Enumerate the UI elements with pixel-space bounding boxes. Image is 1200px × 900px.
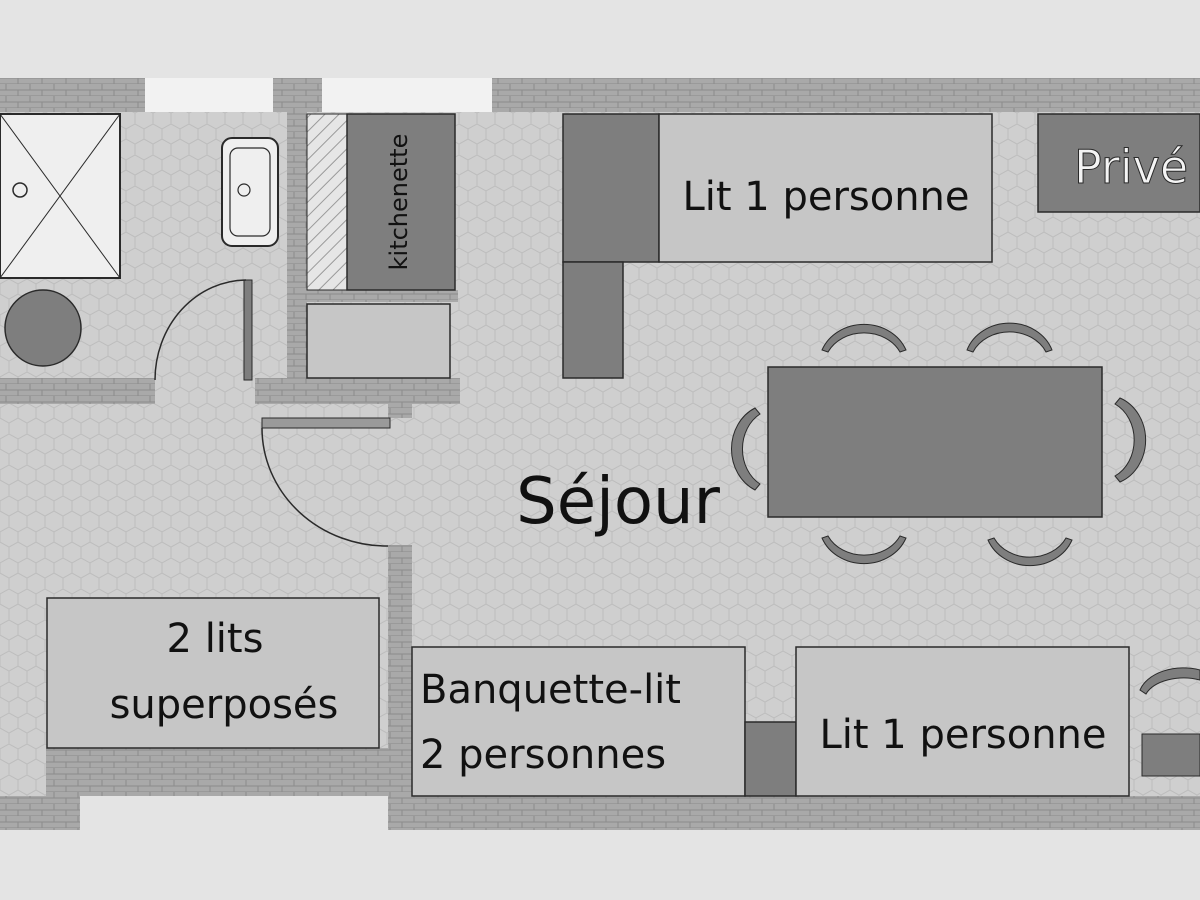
nightstand <box>562 261 624 379</box>
top-window-right <box>322 78 492 112</box>
desk <box>1141 733 1200 777</box>
bottom-wall-left <box>0 796 80 830</box>
dining-chair <box>966 322 1053 353</box>
dining-table <box>767 366 1103 518</box>
kitchen-bottom-wall <box>255 378 460 404</box>
toilet <box>4 289 82 367</box>
sofa-bed-label-line1: Banquette-lit <box>420 667 681 713</box>
bathroom-door <box>154 279 253 381</box>
living-room-label: Séjour <box>516 465 721 539</box>
kitchen-counter-hatch <box>306 113 348 291</box>
kitchen-low-cabinet <box>306 303 451 379</box>
single-bed-top-label: Lit 1 personne <box>682 174 969 220</box>
bottom-wall-right <box>388 796 1200 830</box>
bunk-beds <box>46 597 380 749</box>
desk-chair <box>1139 667 1200 695</box>
bathroom-bottom-wall <box>0 378 155 404</box>
private-area-label: Privé <box>1074 140 1188 194</box>
dining-chair <box>731 407 761 491</box>
single-bed-bottom-label: Lit 1 personne <box>819 712 1106 758</box>
bed-headboard <box>562 113 660 263</box>
kitchen-shelf-wall <box>305 290 458 302</box>
entrance-door-swing <box>261 427 389 547</box>
private-area <box>1037 113 1200 213</box>
single-bed-bottom <box>795 646 1130 797</box>
sofa-bed-label-line2: 2 personnes <box>420 732 666 778</box>
single-bed-top <box>658 113 993 263</box>
washbasin <box>221 137 279 247</box>
dining-chair <box>987 537 1073 567</box>
kitchenette-unit <box>346 113 456 291</box>
dining-chair <box>821 535 907 565</box>
kitchenette-label: kitchenette <box>385 134 413 271</box>
corridor-partition <box>261 417 391 429</box>
top-window-left <box>145 78 273 112</box>
dining-chair <box>1114 397 1147 483</box>
bunk-beds-label-line2: superposés <box>110 682 339 728</box>
bottom-opening <box>80 796 388 830</box>
bunk-room-right-wall <box>388 545 412 800</box>
bunk-room-bottom-wall <box>46 748 390 796</box>
bathroom-right-wall <box>287 112 307 404</box>
corridor-stub <box>388 400 412 418</box>
dining-chair <box>821 323 907 353</box>
shower-tray <box>0 113 121 279</box>
side-table <box>744 721 797 797</box>
bunk-beds-label-line1: 2 lits <box>167 616 264 662</box>
